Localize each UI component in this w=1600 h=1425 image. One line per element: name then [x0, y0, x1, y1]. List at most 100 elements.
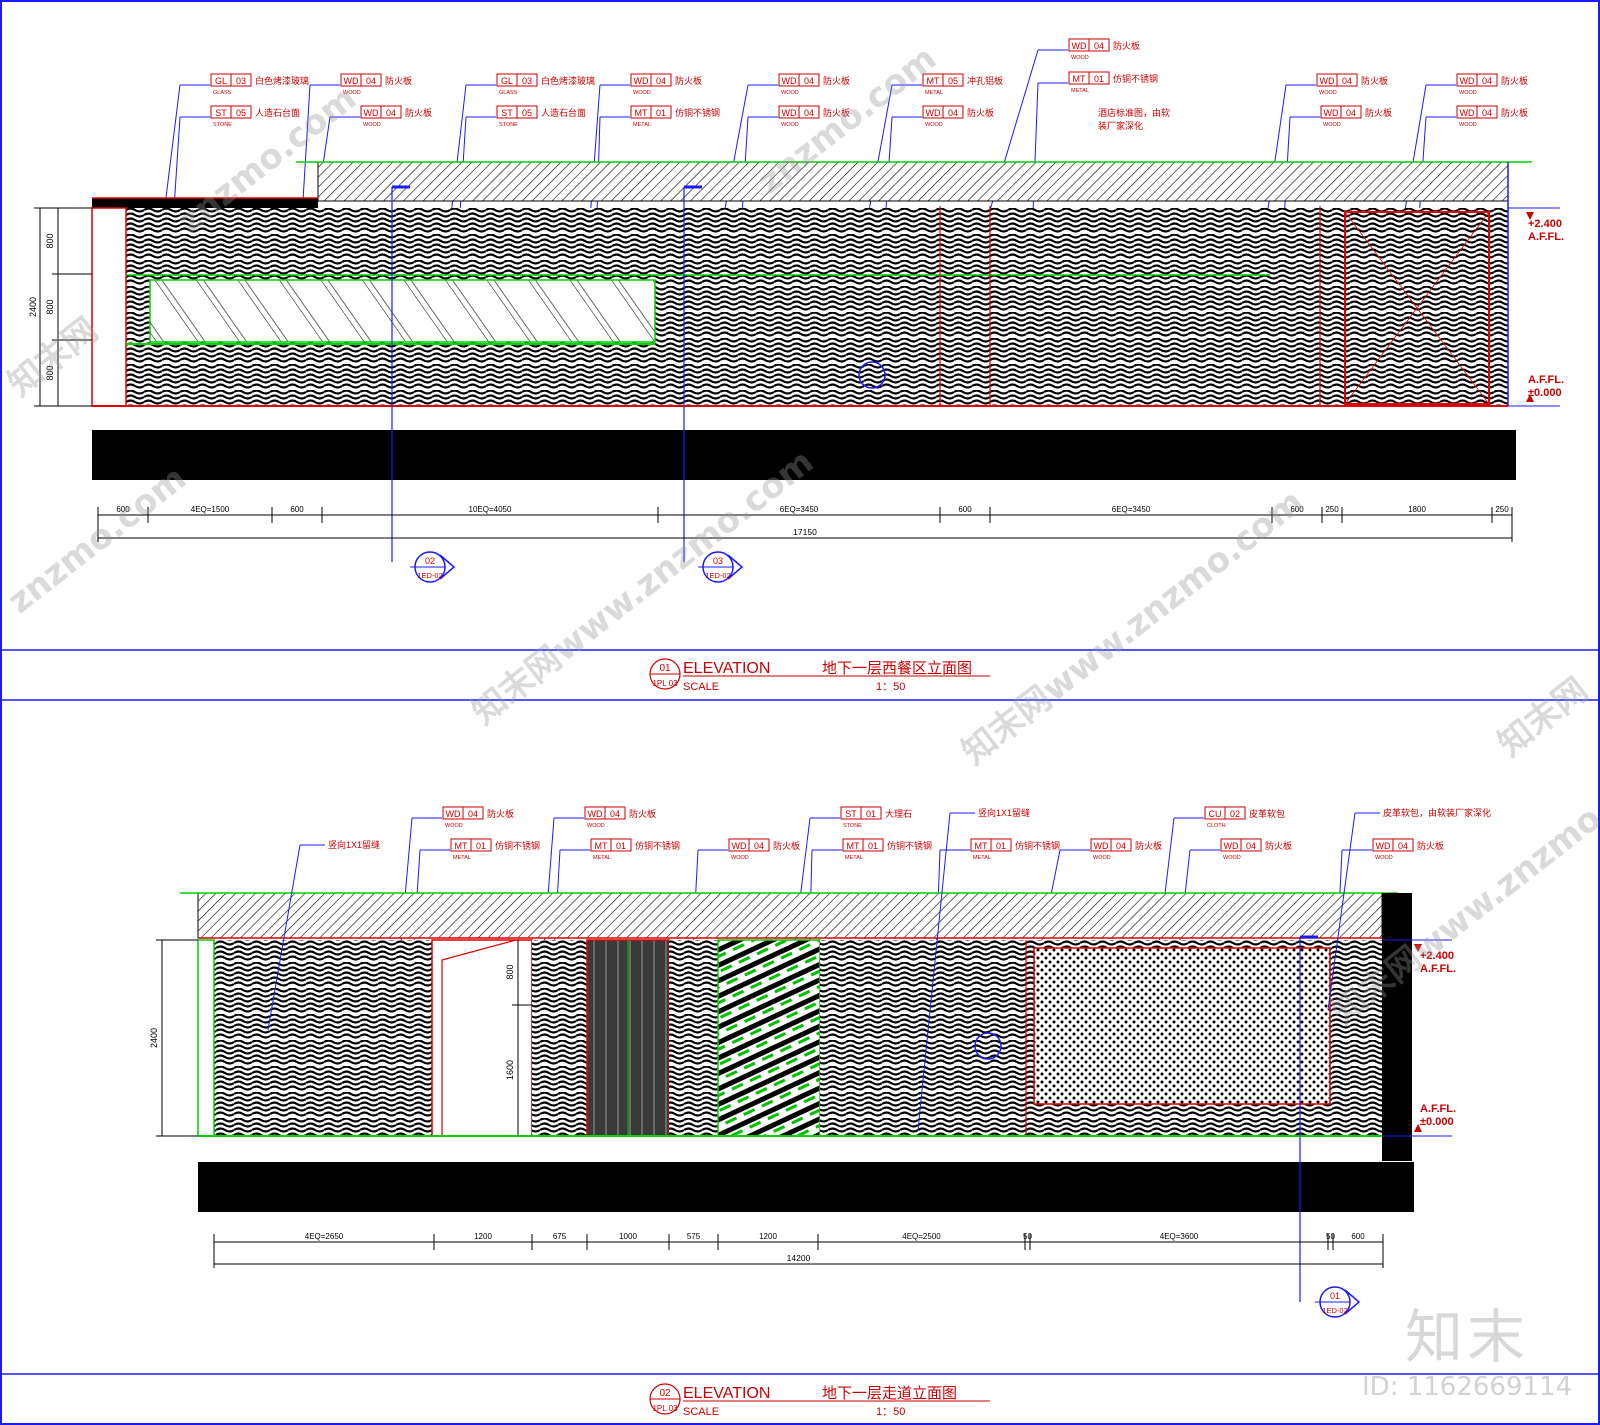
material-label: 仿铜不锈钢	[495, 840, 540, 851]
material-number: 04	[1398, 841, 1408, 851]
material-code: ST	[215, 108, 227, 118]
dimension-total: 17150	[793, 527, 817, 537]
title-scale-label: SCALE	[683, 1406, 719, 1418]
material-number: 04	[1094, 41, 1104, 51]
material-number: 04	[1246, 841, 1256, 851]
material-number: 04	[366, 76, 376, 86]
material-code: WD	[782, 108, 797, 118]
dimension-value: 1200	[474, 1232, 492, 1241]
vdim-part: 1600	[505, 1060, 515, 1080]
dimension-value: 600	[1351, 1232, 1365, 1241]
dimension-value: 4EQ=2500	[902, 1232, 941, 1241]
material-label: 皮革软包	[1249, 808, 1285, 819]
material-label: 防火板	[823, 107, 850, 118]
callout-note: 竖向1X1留缝	[328, 839, 380, 850]
section-number: 02	[425, 556, 435, 566]
dimension-value: 600	[290, 505, 304, 514]
material-label: 防火板	[629, 808, 656, 819]
material-label: 人造石台面	[255, 107, 300, 118]
material-label: 大理石	[885, 808, 912, 819]
material-label: 仿铜不锈钢	[1113, 73, 1158, 84]
material-code: ST	[845, 809, 857, 819]
material-code: MT	[455, 841, 468, 851]
end-wall-right	[1382, 893, 1412, 1161]
material-number: 04	[1482, 108, 1492, 118]
material-label: 防火板	[1361, 75, 1388, 86]
material-number: 04	[1116, 841, 1126, 851]
material-number: 01	[616, 841, 626, 851]
material-category: STONE	[499, 122, 518, 128]
material-category: WOOD	[1323, 122, 1341, 128]
level-top: +2.400	[1420, 950, 1454, 962]
floor-slab	[92, 430, 1516, 480]
material-category: STONE	[843, 823, 862, 829]
material-number: 04	[804, 76, 814, 86]
material-category: WOOD	[731, 855, 749, 861]
title-en: ELEVATION	[683, 1385, 770, 1402]
material-number: 04	[754, 841, 764, 851]
vdim-part: 800	[45, 233, 55, 248]
material-code: WD	[1094, 841, 1109, 851]
elevation-02-corridor: WD 04 防火板 WOOD MT 01 仿铜不锈钢 METAL WD 04 防火板 WOOD MT 01…	[149, 806, 1491, 1418]
material-label: 冲孔铝板	[967, 75, 1003, 86]
material-category: WOOD	[1093, 855, 1111, 861]
dimension-value: 1200	[759, 1232, 777, 1241]
material-code: WD	[1324, 108, 1339, 118]
material-category: WOOD	[1071, 55, 1089, 61]
material-code: GL	[215, 76, 227, 86]
material-number: 04	[1482, 76, 1492, 86]
material-code: WD	[446, 809, 461, 819]
callout-note: 竖向1X1留缝	[978, 807, 1030, 818]
door-diag-b	[1344, 211, 1490, 405]
material-label: 仿铜不锈钢	[675, 107, 720, 118]
left-column	[91, 207, 127, 407]
level-arrow-icon	[1526, 212, 1534, 220]
dimension-value: 575	[687, 1232, 701, 1241]
material-code: CU	[1209, 809, 1222, 819]
vdim-part: 800	[505, 964, 515, 979]
section-marker-wall	[858, 361, 886, 389]
material-category: METAL	[593, 855, 611, 861]
title-number: 01	[659, 663, 671, 674]
material-category: GLASS	[499, 90, 518, 96]
material-code: WD	[1376, 841, 1391, 851]
level-floor-label: A.F.FL.	[1528, 374, 1564, 386]
dimension-value: 1000	[619, 1232, 637, 1241]
level-top-label: A.F.FL.	[1528, 231, 1564, 243]
material-code: ST	[501, 108, 513, 118]
level-top: +2.400	[1528, 218, 1562, 230]
material-label: 防火板	[1501, 75, 1528, 86]
material-label: 防火板	[823, 75, 850, 86]
material-number: 05	[948, 76, 958, 86]
material-number: 02	[1230, 809, 1240, 819]
title-cn: 地下一层走道立面图	[822, 1385, 957, 1402]
level-floor-label: A.F.FL.	[1420, 1103, 1456, 1115]
material-category: WOOD	[343, 90, 361, 96]
material-category: WOOD	[781, 90, 799, 96]
material-label: 防火板	[1417, 840, 1444, 851]
material-category: METAL	[633, 122, 651, 128]
title-sheet: 1PL 03	[652, 1404, 678, 1413]
title-scale: 1：50	[876, 1406, 905, 1418]
wall-panel-wood	[532, 940, 587, 1136]
material-number: 04	[1346, 108, 1356, 118]
callout-note: 酒店标准图，由软	[1098, 107, 1170, 118]
material-code: MT	[975, 841, 988, 851]
material-category: WOOD	[1459, 90, 1477, 96]
dimension-value: 6EQ=3450	[1112, 505, 1151, 514]
material-category: WOOD	[445, 823, 463, 829]
stone-feature	[717, 939, 821, 1137]
section-sheet-ref: 1ED-02	[417, 571, 442, 580]
material-category: WOOD	[363, 122, 381, 128]
dimension-value: 600	[1290, 505, 1304, 514]
material-label: 防火板	[1135, 840, 1162, 851]
dimension-value: 600	[958, 505, 972, 514]
material-label: 防火板	[1113, 40, 1140, 51]
soffit-left	[92, 198, 318, 208]
section-number: 03	[713, 556, 723, 566]
drawing-title-01: 01 1PL 03 ELEVATION 地下一层西餐区立面图 SCALE 1：5…	[649, 658, 990, 693]
material-number: 04	[656, 76, 666, 86]
material-category: WOOD	[1375, 855, 1393, 861]
